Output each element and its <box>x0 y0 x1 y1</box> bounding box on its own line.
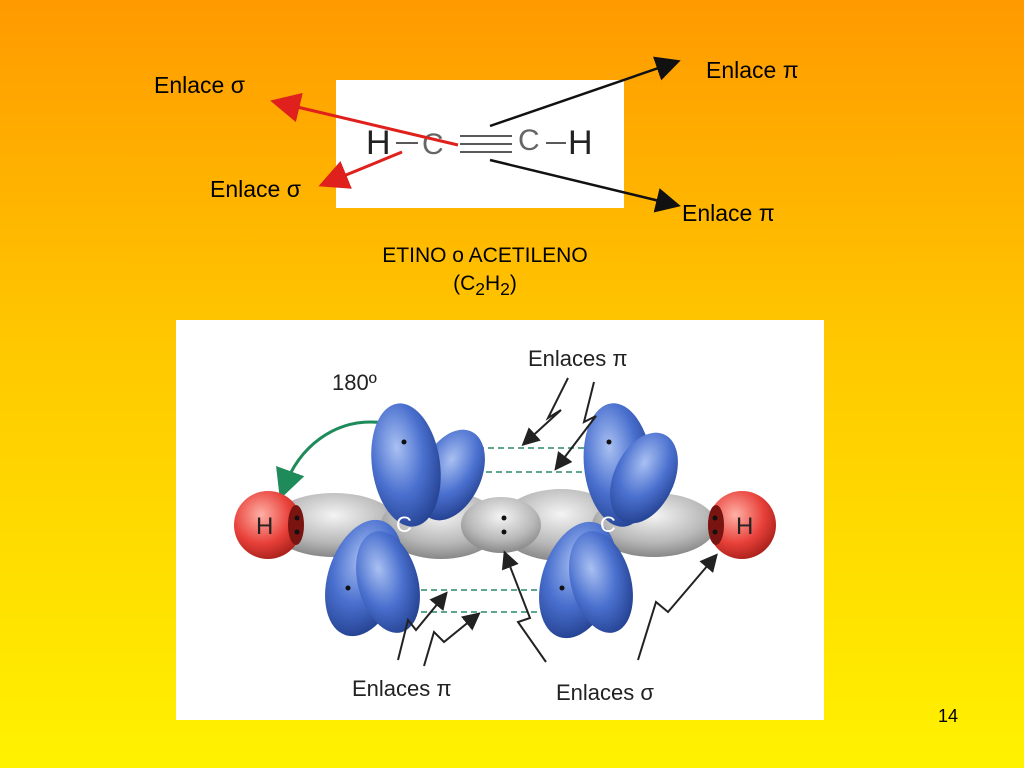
hydrogen-left <box>234 491 302 559</box>
atom-h-left: H <box>366 124 391 162</box>
formula-sub-2: 2 <box>500 279 510 300</box>
formula-sub-1: 2 <box>475 279 485 300</box>
atom-h-right: H <box>568 124 593 162</box>
pi-arrow-top-2 <box>554 381 597 471</box>
label-sigma-bottom: Enlace σ <box>210 176 301 202</box>
orbital-diagram: 180º <box>234 346 776 705</box>
formula-arrows <box>270 56 681 213</box>
pi-arrow-top-1 <box>521 377 569 447</box>
label-sigma-top: Enlace σ <box>154 72 245 98</box>
pi-arrow-top <box>489 56 681 128</box>
pi-label-top: Enlaces π <box>528 346 628 371</box>
pi-lobe-right-front <box>569 531 633 633</box>
label-pi-bottom: Enlace π <box>682 200 775 226</box>
compound-name: ETINO o ACETILENO (C2H2) <box>330 242 640 303</box>
formula-part-mid: H <box>485 272 501 295</box>
sigma-arrow-bottom <box>318 150 403 189</box>
sigma-arrow-bottom-2 <box>637 553 718 661</box>
pi-lobe-left-top <box>371 403 441 527</box>
label-pi-top: Enlace π <box>706 57 799 83</box>
atom-c-right-label: C <box>600 512 616 537</box>
page-number: 14 <box>938 706 959 726</box>
formula-part-open: (C <box>453 272 476 295</box>
atom-c-left-label: C <box>396 512 412 537</box>
sigma-arrow-top <box>270 92 459 147</box>
pi-lobe-right-back <box>610 432 678 524</box>
hydrogen-right <box>708 491 776 559</box>
sigma-cc-core <box>461 497 541 553</box>
orbital-diagram-panel: 180º <box>176 320 824 720</box>
pi-arrow-bottom <box>489 158 681 213</box>
atom-c-right: C <box>518 124 540 157</box>
electron-dots <box>345 439 612 591</box>
angle-label: 180º <box>332 370 377 395</box>
sigma-arrow-bottom-1 <box>501 550 547 663</box>
compound-name-text: ETINO o ACETILENO <box>382 244 588 267</box>
compound-formula: (C2H2) <box>330 270 640 303</box>
atom-h-right-label: H <box>736 513 753 540</box>
pi-lobe-left-front <box>356 531 420 633</box>
pi-arrow-bottom-1 <box>397 591 448 661</box>
pi-label-bottom: Enlaces π <box>352 676 452 701</box>
sigma-label-bottom: Enlaces σ <box>556 680 654 705</box>
pi-arrow-bottom-2 <box>423 612 481 667</box>
formula-part-close: ) <box>509 272 517 295</box>
atom-h-left-label: H <box>256 513 273 540</box>
